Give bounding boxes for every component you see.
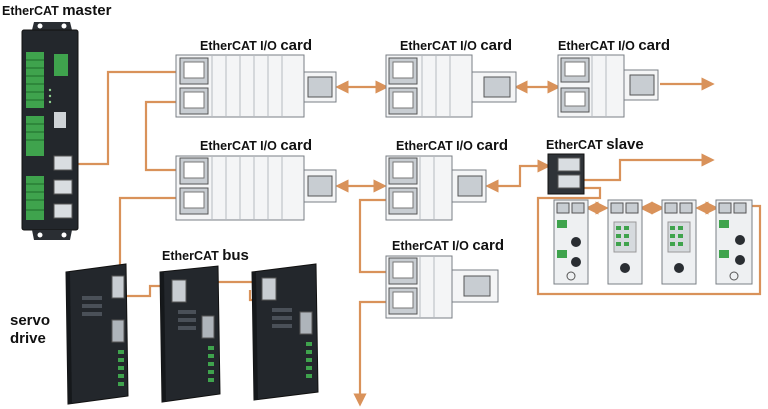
servo-drive-label: servo drive [10, 312, 50, 348]
terminal-block-2 [26, 116, 44, 156]
io-card-label-5-suffix: card [476, 137, 509, 154]
io-card-2-side-port [483, 76, 511, 98]
terminal-block-1 [26, 52, 44, 108]
master-label-prefix: EtherCAT [2, 4, 59, 18]
io-card-label-3: EtherCAT I/O card [558, 38, 670, 53]
io-card-label-4: EtherCAT I/O card [200, 138, 312, 153]
slave-module-3 [661, 199, 697, 285]
master-label: EtherCAT master [2, 3, 111, 18]
slave-port-out [557, 174, 581, 189]
slave-module-1 [553, 199, 589, 285]
io-card-label-4-prefix: EtherCAT I/O [200, 139, 277, 153]
io-card-6-side-port [463, 275, 491, 297]
master-port-2 [53, 179, 73, 195]
bus-label: EtherCAT bus [162, 248, 249, 263]
cable-card4-servo1 [118, 196, 176, 280]
servo-label-line2: drive [10, 330, 46, 347]
io-card-label-1-suffix: card [280, 37, 313, 54]
servo-1-ports [111, 275, 125, 299]
cable-card6-out [353, 300, 386, 407]
io-card-1 [175, 54, 337, 118]
servo-3-ports [261, 277, 277, 301]
master-port-3 [53, 203, 73, 219]
servo-drive-1 [65, 263, 129, 405]
io-card-4 [175, 155, 337, 221]
io-card-label-3-prefix: EtherCAT I/O [558, 39, 635, 53]
io-card-label-3-suffix: card [638, 37, 671, 54]
slave-label: EtherCAT slave [546, 137, 644, 152]
master-label-suffix: master [62, 2, 112, 19]
io-card-label-5-prefix: EtherCAT I/O [396, 139, 473, 153]
io-card-2 [385, 54, 517, 118]
io-card-label-2: EtherCAT I/O card [400, 38, 512, 53]
io-card-label-1: EtherCAT I/O card [200, 38, 312, 53]
io-card-label-1-prefix: EtherCAT I/O [200, 39, 277, 53]
cable-slave-loop [536, 186, 762, 296]
cable-card5-slave [485, 159, 551, 193]
io-card-6 [385, 255, 499, 319]
servo-drive-2 [159, 265, 221, 403]
io-card-label-6-prefix: EtherCAT I/O [392, 239, 469, 253]
io-card-label-2-suffix: card [480, 37, 513, 54]
slave-label-suffix: slave [606, 136, 644, 153]
slave-module-2 [607, 199, 643, 285]
ethercat-slave-coupler [547, 153, 585, 195]
servo-label-line1: servo [10, 312, 51, 329]
bus-label-prefix: EtherCAT [162, 249, 219, 263]
io-card-5-side-port [457, 175, 483, 197]
bus-label-suffix: bus [222, 247, 249, 264]
slave-label-prefix: EtherCAT [546, 138, 603, 152]
io-card-label-4-suffix: card [280, 137, 313, 154]
io-card-3 [557, 54, 659, 118]
io-card-label-6-suffix: card [472, 237, 505, 254]
io-card-3-side-port [629, 74, 655, 96]
cable-slave-out [584, 153, 715, 182]
servo-2-ports [171, 279, 187, 303]
io-card-5 [385, 155, 487, 221]
cable-card5-card6 [358, 198, 386, 274]
ethercat-master-device [21, 22, 79, 240]
io-card-label-5: EtherCAT I/O card [396, 138, 508, 153]
cable-card1-card4 [144, 100, 176, 172]
slave-port-in [557, 157, 581, 172]
io-card-4-side-port [307, 175, 333, 197]
io-card-label-6: EtherCAT I/O card [392, 238, 504, 253]
slave-module-4 [715, 199, 753, 285]
terminal-block-3 [26, 176, 44, 220]
io-card-label-2-prefix: EtherCAT I/O [400, 39, 477, 53]
cable-master-card1 [78, 70, 176, 166]
master-port-1 [53, 155, 73, 171]
io-card-1-side-port [307, 76, 333, 98]
servo-drive-3 [251, 263, 319, 401]
